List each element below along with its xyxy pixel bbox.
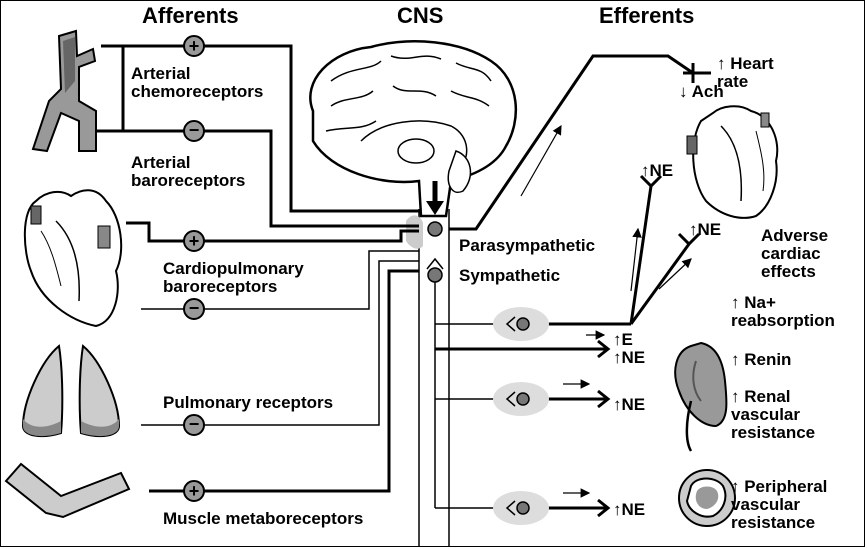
terminal-ne-1 (639, 174, 663, 189)
ne-label-1: ↑NE (641, 161, 674, 180)
minus-sign-icon: − (188, 120, 200, 140)
ne-label-4: ↑NE (613, 500, 646, 519)
ganglion-1 (493, 307, 549, 341)
parasympathetic-label: Parasympathetic (459, 236, 596, 255)
kidney-illustration (674, 341, 728, 452)
sign-plus-chemoreceptors: + (183, 35, 205, 57)
ne-label-3: ↑NE (613, 395, 646, 414)
ganglion-2 (493, 382, 549, 416)
heart-right-illustration (686, 105, 779, 219)
sympathetic-label: Sympathetic (459, 266, 561, 285)
cns-header: CNS (397, 3, 444, 28)
muscle-metaboreceptors-label: Muscle metaboreceptors (163, 509, 364, 528)
lungs-illustration (21, 344, 121, 438)
minus-sign-icon: − (188, 414, 200, 434)
heart-left-illustration (23, 189, 123, 328)
heart-rate-label: ↑ Heart rate (717, 54, 774, 91)
ganglion-3 (493, 491, 549, 525)
minus-sign-icon: − (188, 298, 200, 318)
brain-illustration (309, 40, 517, 218)
efferents-header: Efferents (599, 3, 695, 28)
sign-plus-muscle: + (183, 480, 205, 502)
parasympathetic-nucleus (427, 221, 443, 237)
terminal-ne-4 (597, 498, 611, 518)
terminal-e-ne (597, 339, 611, 359)
plus-sign-icon: + (188, 36, 200, 56)
terminal-ne-3 (597, 389, 611, 409)
terminal-ne-2 (677, 232, 701, 247)
peripheral-vascular-resistance-label: ↑ Peripheral vascular resistance (731, 477, 828, 532)
cardiopulmonary-baroreceptors-label: Cardiopulmonary baroreceptors (163, 259, 304, 296)
e-ne-label: ↑E ↑NE (613, 330, 646, 367)
pulmonary-receptors-label: Pulmonary receptors (163, 393, 334, 412)
sign-minus-cardiopulmonary: − (183, 298, 205, 320)
ne-label-2: ↑NE (689, 220, 722, 239)
arterial-baroreceptors-label: Arterial baroreceptors (131, 153, 246, 190)
blood-vessel-illustration (678, 469, 736, 527)
afferents-header: Afferents (142, 3, 239, 28)
arm-illustration (4, 462, 131, 519)
plus-sign-icon: + (188, 481, 200, 501)
renin-label: ↑ Renin (731, 350, 792, 369)
plus-sign-icon: + (188, 231, 200, 251)
renal-vascular-resistance-label: ↑ Renal vascular resistance (731, 387, 816, 442)
na-reabsorption-label: ↑ Na+ reabsorption (731, 293, 835, 330)
arterial-chemoreceptors-label: Arterial chemoreceptors (131, 64, 264, 101)
adverse-cardiac-effects-label: Adverse cardiac effects (761, 226, 829, 281)
sign-minus-baroreceptors: − (183, 120, 205, 142)
sign-plus-cardiopulmonary: + (183, 230, 205, 252)
aorta-illustration (31, 29, 97, 153)
sign-minus-pulmonary: − (183, 414, 205, 436)
cns-arrow-icon (426, 201, 444, 215)
sympathetic-nucleus (427, 267, 443, 283)
ach-label: ↓ Ach (679, 82, 724, 101)
